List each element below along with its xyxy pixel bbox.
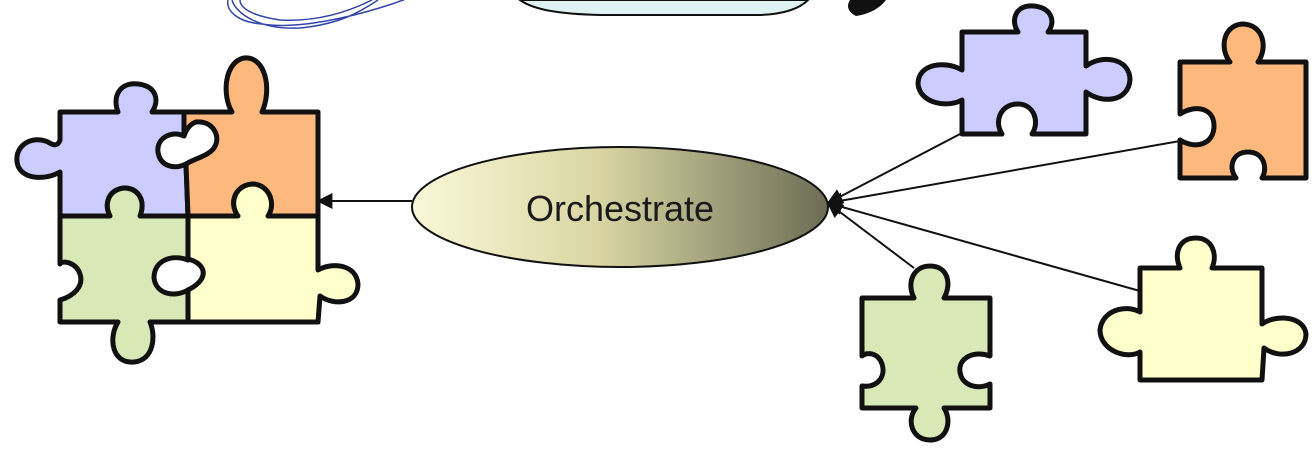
assembled-green-piece [57, 185, 191, 365]
loose-lavender-piece [915, 3, 1133, 137]
line-from-green-piece [826, 202, 915, 269]
dark-partial-shape [848, 0, 886, 16]
orchestrate-node: Orchestrate [411, 146, 829, 268]
assembled-puzzle-group [14, 55, 361, 365]
line-from-lavender-piece [826, 132, 963, 204]
teal-partial-shape [518, 0, 810, 16]
loose-green-piece [859, 263, 993, 443]
orchestrate-ellipse [411, 146, 829, 268]
connectors [316, 132, 1181, 292]
assembled-lavender-piece [14, 81, 191, 219]
blue-scribble-shape [227, 0, 405, 29]
loose-cream-piece [1097, 235, 1309, 383]
top-partial-shapes [227, 0, 886, 29]
loose-pieces [859, 3, 1309, 443]
line-from-orange-piece [826, 140, 1181, 209]
orchestrate-label: Orchestrate [526, 188, 714, 229]
loose-orange-piece [1177, 21, 1309, 181]
assembled-cream-piece [183, 181, 361, 325]
line-from-cream-piece [826, 199, 1141, 292]
